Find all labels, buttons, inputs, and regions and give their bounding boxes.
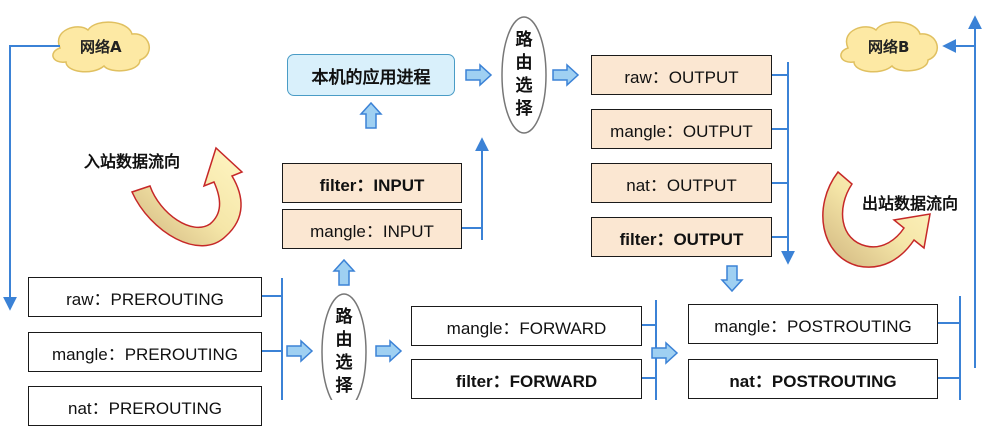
route-top-char: 由 <box>515 53 533 73</box>
route-select-top: 路 由 选 择 <box>502 24 546 126</box>
route-select-bottom: 路 由 选 择 <box>322 301 366 403</box>
mangle-output-box: mangle：OUTPUT <box>591 109 772 149</box>
route-top-char: 选 <box>515 76 533 96</box>
filter-forward-box: filter：FORWARD <box>411 359 642 399</box>
prerouting-bracket <box>262 278 283 400</box>
nat-postrouting-box: nat：POSTROUTING <box>688 359 938 399</box>
postrouting-bracket <box>938 296 961 400</box>
route-ellipse-top <box>501 16 547 134</box>
mangle-forward-box: mangle：FORWARD <box>411 306 642 346</box>
outbound-flow-label: 出站数据流向 <box>862 194 959 213</box>
route-bottom-char: 路 <box>335 307 353 327</box>
route-bottom-char: 择 <box>335 376 353 396</box>
app-process-box: 本机的应用进程 <box>287 54 455 96</box>
mangle-input-box: mangle：INPUT <box>282 209 462 249</box>
output-bracket <box>772 62 795 265</box>
mangle-prerouting-box: mangle：PREROUTING <box>28 332 262 372</box>
network-a-label: 网络A <box>80 38 122 56</box>
route-bottom-char: 选 <box>335 353 353 373</box>
block-arrows <box>286 63 744 365</box>
outbound-curve-arrow <box>822 170 931 268</box>
line-network-a-to-prerouting <box>3 45 60 311</box>
diagram-stage: 网络A 网络B 入站数据流向 出站数据流向 本机的应用进程 路 由 选 择 路 … <box>3 15 982 426</box>
input-bracket <box>462 137 489 240</box>
nat-output-box: nat：OUTPUT <box>591 163 772 203</box>
mangle-postrouting-box: mangle：POSTROUTING <box>688 304 938 344</box>
route-top-char: 择 <box>515 99 533 119</box>
filter-output-box: filter：OUTPUT <box>591 217 772 257</box>
cloud-network-b <box>840 21 938 73</box>
route-ellipse-bottom <box>321 293 367 400</box>
route-bottom-char: 由 <box>335 330 353 350</box>
inbound-flow-label: 入站数据流向 <box>84 152 181 171</box>
inbound-curve-arrow <box>130 146 244 247</box>
diagram-connectors <box>3 15 982 400</box>
filter-input-box: filter：INPUT <box>282 163 462 203</box>
route-top-char: 路 <box>515 30 533 50</box>
nat-prerouting-box: nat：PREROUTING <box>28 386 262 426</box>
network-b-label: 网络B <box>868 38 910 56</box>
cloud-network-a <box>52 21 150 73</box>
raw-output-box: raw：OUTPUT <box>591 55 772 95</box>
line-to-network-b <box>942 15 982 368</box>
raw-prerouting-box: raw：PREROUTING <box>28 277 262 317</box>
